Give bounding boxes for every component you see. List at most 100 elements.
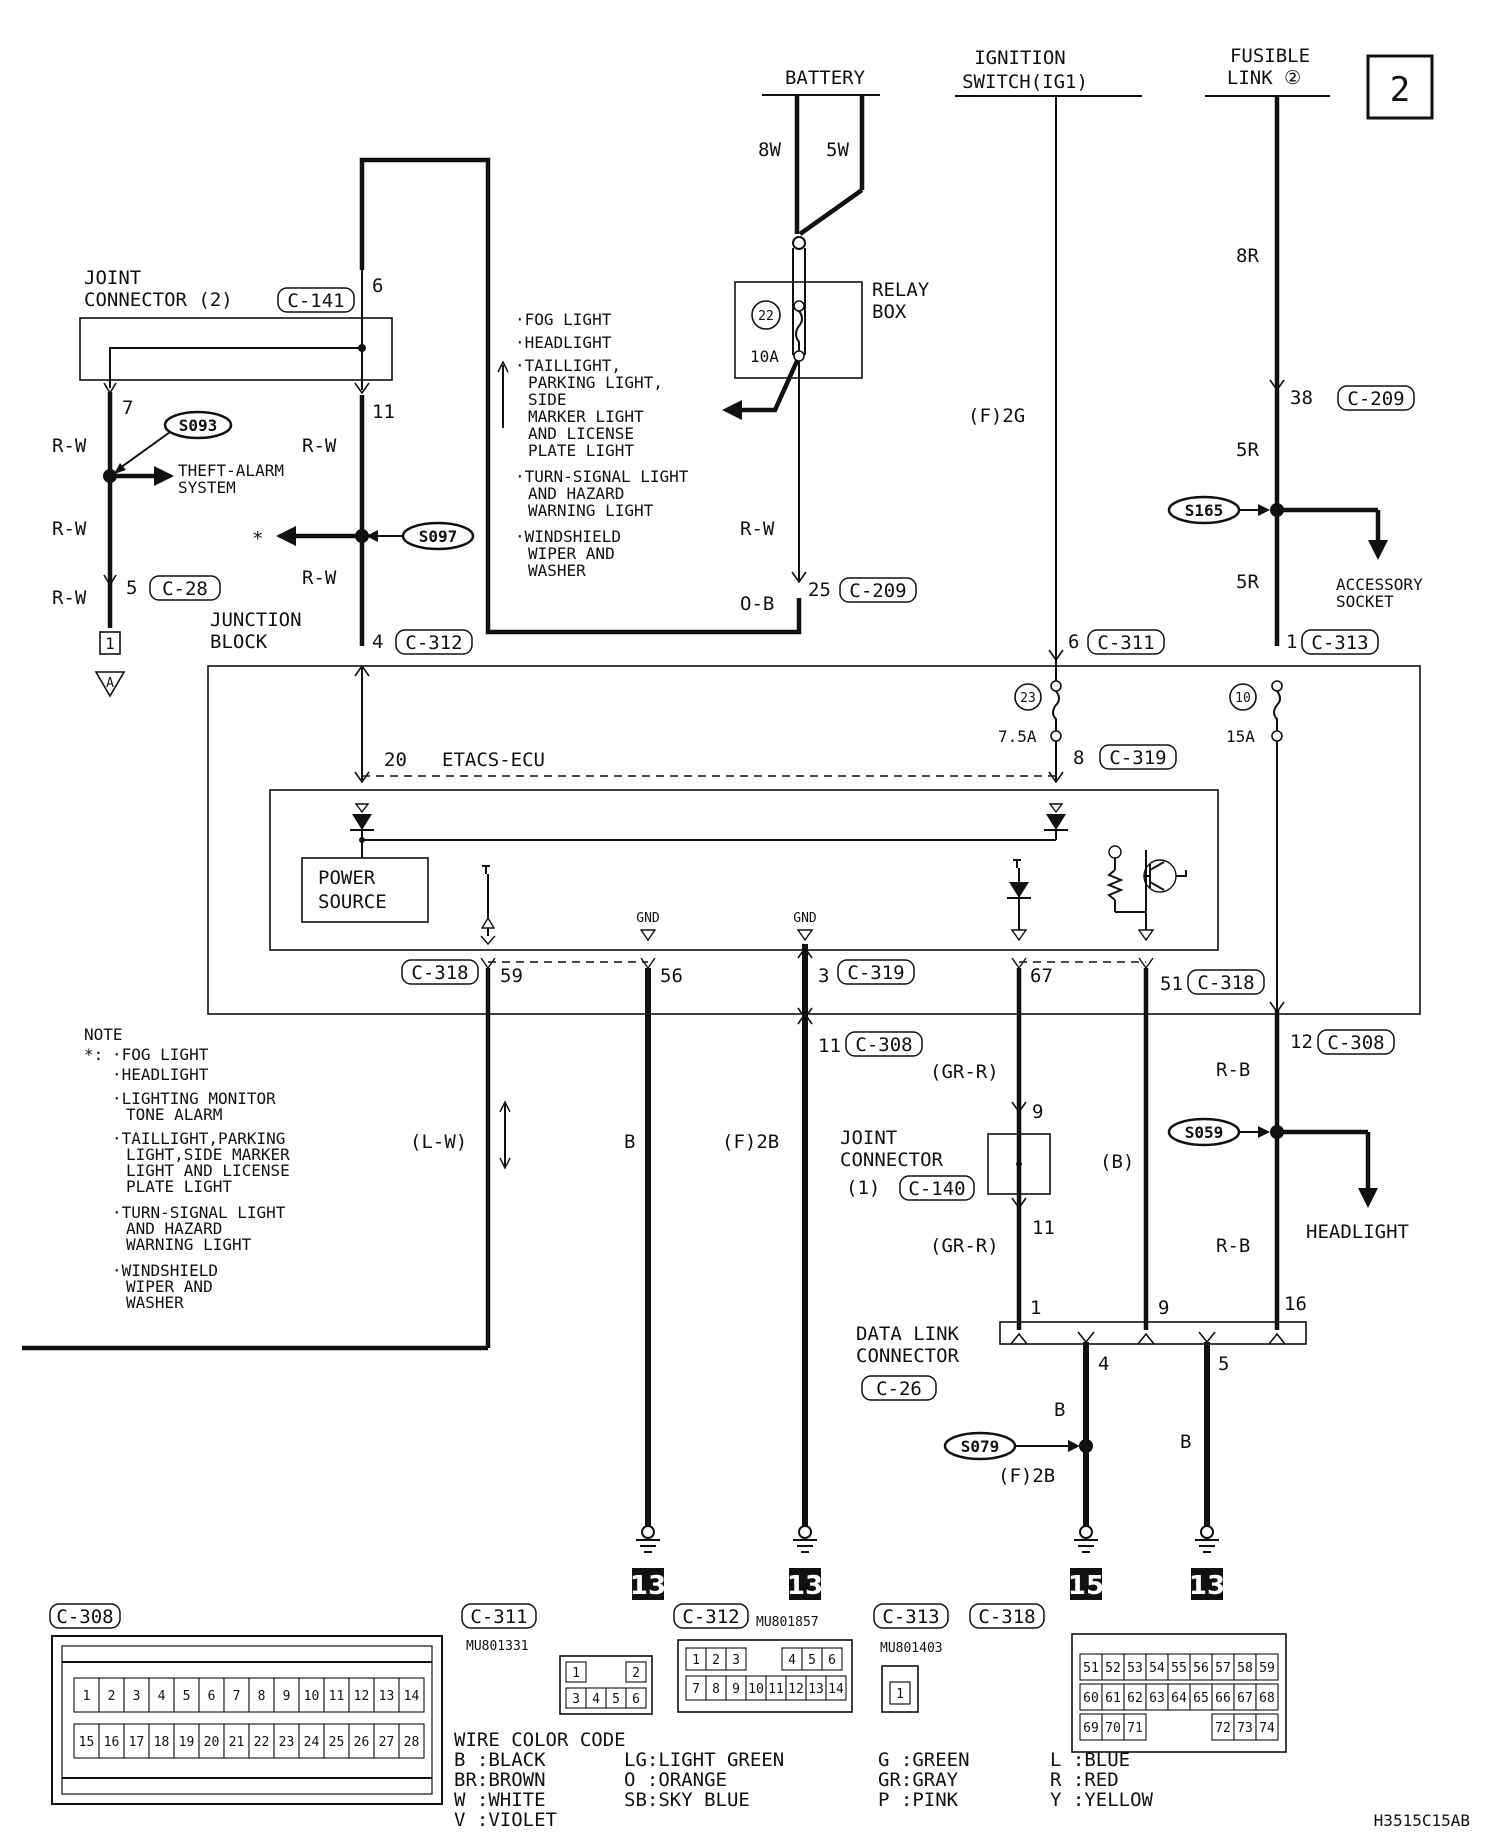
pin-number: 25 xyxy=(808,579,831,601)
wire-label: (F)2B xyxy=(722,1131,779,1153)
connector-pin-number: 8 xyxy=(258,1689,266,1704)
joint-connector-2-label: JOINT xyxy=(84,267,141,289)
svg-text:·HEADLIGHT: ·HEADLIGHT xyxy=(112,1065,209,1084)
ground-point-13-a: 13 xyxy=(630,1568,666,1601)
connector-pin-number: 12 xyxy=(354,1689,370,1704)
connector-pin-cell xyxy=(825,1675,847,1701)
pin-number: 8 xyxy=(1073,747,1084,769)
svg-text:C-308: C-308 xyxy=(56,1606,113,1628)
wire-label: 8R xyxy=(1236,245,1259,267)
data-link-label: CONNECTOR xyxy=(856,1345,960,1367)
connector-pin-number: 7 xyxy=(692,1682,700,1697)
svg-text:WARNING LIGHT: WARNING LIGHT xyxy=(126,1235,252,1254)
connector-pin-number: 25 xyxy=(329,1735,345,1750)
connector-pin-number: 7 xyxy=(233,1689,241,1704)
svg-text:AND HAZARD: AND HAZARD xyxy=(126,1219,222,1238)
battery-label: BATTERY xyxy=(785,67,866,89)
wire-label: R-W xyxy=(302,435,337,457)
connector-pin-number: 23 xyxy=(279,1735,295,1750)
relay-load: PLATE LIGHT xyxy=(528,441,634,460)
gnd-label: GND xyxy=(793,911,817,926)
connector-tag: C-312 xyxy=(405,632,462,654)
fuse-amperage: 10A xyxy=(750,347,779,366)
connector-pin-number: 27 xyxy=(379,1735,395,1750)
connector-pin-cell xyxy=(348,1677,375,1713)
splice-s165: S165 xyxy=(1167,495,1241,525)
connector-pin-number: 1 xyxy=(83,1689,91,1704)
fuse-amperage: 7.5A xyxy=(998,727,1037,746)
joint-connector-2-label: CONNECTOR (2) xyxy=(84,289,233,311)
connector-pin-number: 63 xyxy=(1149,1691,1165,1706)
connector-pin-number: 65 xyxy=(1193,1691,1209,1706)
pin-number: 9 xyxy=(1032,1101,1043,1123)
svg-text:C-311: C-311 xyxy=(470,1606,527,1628)
pin-number: 12 xyxy=(1290,1031,1313,1053)
connector-tag: C-28 xyxy=(162,578,208,600)
connector-pin-cell xyxy=(348,1723,375,1759)
connector-pin-number: 4 xyxy=(592,1692,600,1707)
wire-label: 5W xyxy=(826,139,849,161)
gnd-label: GND xyxy=(636,911,660,926)
relay-load: WASHER xyxy=(528,561,586,580)
wire-label: 5R xyxy=(1236,571,1259,593)
connector-pin-cell xyxy=(373,1677,400,1713)
svg-text:PLATE LIGHT: PLATE LIGHT xyxy=(126,1177,232,1196)
connector-pin-number: 5 xyxy=(808,1653,816,1668)
pin-number: 16 xyxy=(1284,1293,1307,1315)
wire-label: (GR-R) xyxy=(930,1235,999,1257)
connector-pin-number: 5 xyxy=(183,1689,191,1704)
wire-label: B xyxy=(1180,1431,1191,1453)
connector-pin-number: 51 xyxy=(1083,1661,1099,1676)
svg-text:GR:GRAY: GR:GRAY xyxy=(878,1769,959,1791)
splice-s079: S079 xyxy=(943,1431,1017,1461)
connector-pin-cell xyxy=(148,1723,175,1759)
relay-load: WARNING LIGHT xyxy=(528,501,654,520)
connector-pin-number: 5 xyxy=(612,1692,620,1707)
connector-pin-number: 9 xyxy=(732,1682,740,1697)
connector-tag: C-140 xyxy=(908,1178,965,1200)
connector-pin-cell xyxy=(1255,1683,1279,1711)
wire-label: (F)2G xyxy=(968,405,1025,427)
joint-connector-1-label: JOINT xyxy=(840,1127,897,1149)
svg-text:LIGHT,SIDE MARKER: LIGHT,SIDE MARKER xyxy=(126,1145,290,1164)
svg-text:15: 15 xyxy=(1068,1571,1104,1601)
relay-load: ·TAILLIGHT, xyxy=(515,356,621,375)
etacs-ecu-box xyxy=(269,789,1219,951)
relay-load: AND LICENSE xyxy=(528,424,634,443)
wire-label: 5R xyxy=(1236,439,1259,461)
svg-text:LG:LIGHT GREEN: LG:LIGHT GREEN xyxy=(624,1749,784,1771)
svg-text:S059: S059 xyxy=(1185,1123,1224,1142)
accessory-socket-label: ACCESSORY xyxy=(1336,575,1423,594)
joint-connector-1 xyxy=(987,1133,1051,1195)
connector-pin-number: 24 xyxy=(304,1735,320,1750)
data-link-connector xyxy=(999,1321,1307,1345)
connector-pin-cell xyxy=(725,1647,747,1671)
wire-label: R-W xyxy=(52,518,87,540)
etacs-ecu-label: ETACS-ECU xyxy=(442,749,545,771)
connector-pin-number: 19 xyxy=(179,1735,195,1750)
pin-number: 5 xyxy=(126,577,137,599)
connector-pin-cell xyxy=(1123,1713,1147,1741)
connector-pin-number: 11 xyxy=(768,1682,784,1697)
fusible-link-label-1: FUSIBLE xyxy=(1230,45,1310,67)
power-source-label: SOURCE xyxy=(318,891,387,913)
connector-pin-number: 2 xyxy=(632,1666,640,1681)
connector-tag: C-319 xyxy=(847,962,904,984)
connector-pin-number: 6 xyxy=(632,1692,640,1707)
ignition-label-2: SWITCH(IG1) xyxy=(962,71,1088,93)
relay-load: AND HAZARD xyxy=(528,484,624,503)
svg-text:W :WHITE: W :WHITE xyxy=(454,1789,546,1811)
connector-tag: C-318 xyxy=(411,962,468,984)
connector-pin-number: 52 xyxy=(1105,1661,1121,1676)
connector-pin-number: 61 xyxy=(1105,1691,1121,1706)
power-source-label: POWER xyxy=(318,867,376,889)
svg-text:·LIGHTING MONITOR: ·LIGHTING MONITOR xyxy=(112,1089,276,1108)
connector-pin-number: 3 xyxy=(572,1692,580,1707)
theft-alarm-label: THEFT-ALARM xyxy=(178,461,284,480)
wire-label: R-B xyxy=(1216,1235,1250,1257)
accessory-socket-label: SOCKET xyxy=(1336,592,1394,611)
relay-load: ·HEADLIGHT xyxy=(515,333,612,352)
document-code: H3515C15AB xyxy=(1374,1811,1470,1830)
svg-text:WASHER: WASHER xyxy=(126,1293,184,1312)
wire-label: (L-W) xyxy=(410,1131,467,1153)
